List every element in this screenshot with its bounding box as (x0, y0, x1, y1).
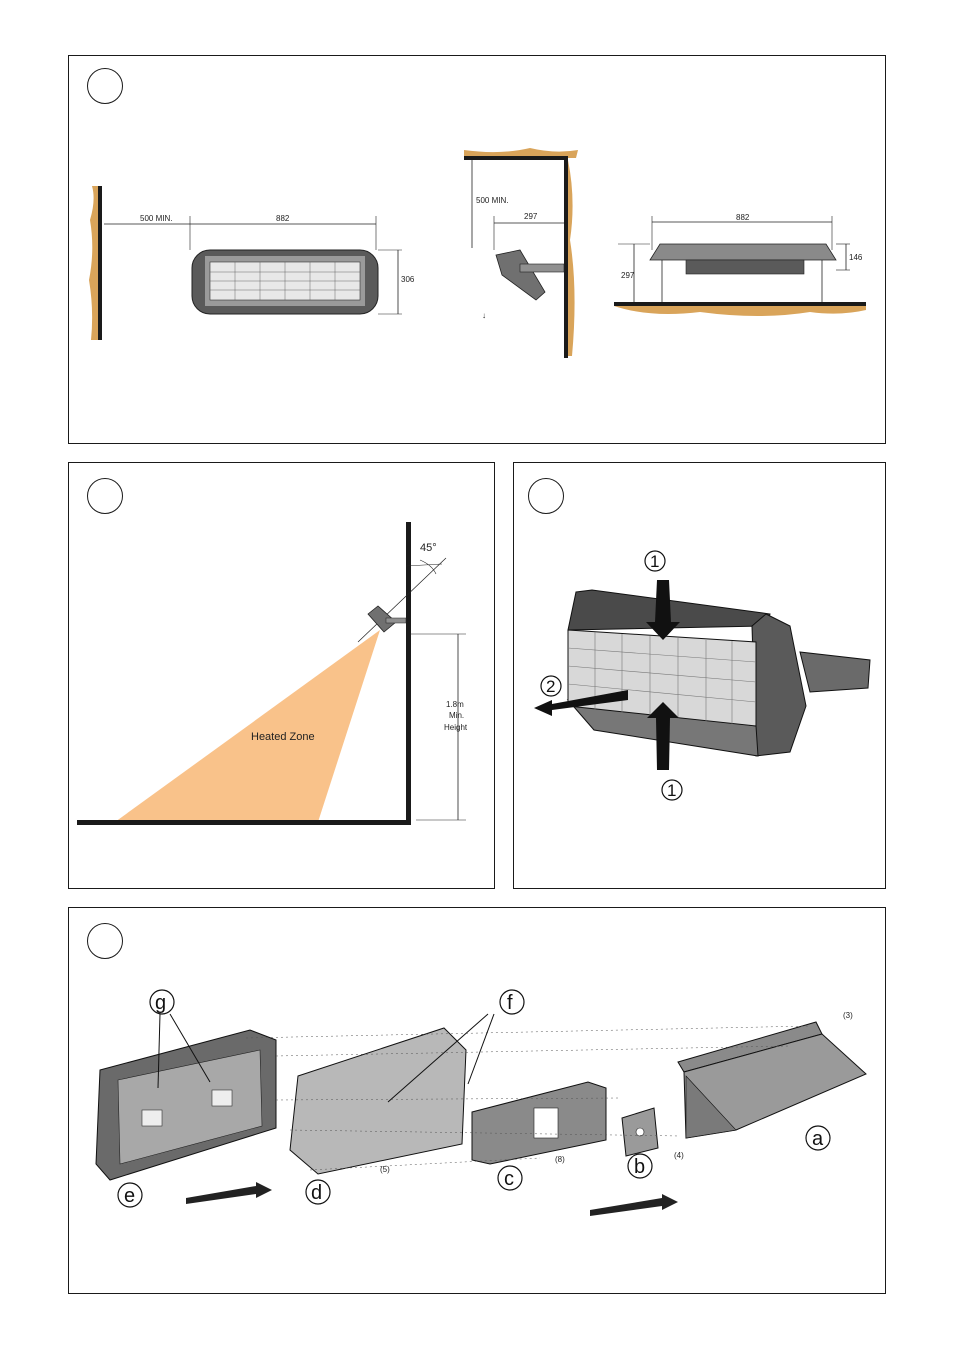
panel-airflow-number-circle (528, 478, 564, 514)
panel-assembly (68, 907, 886, 1294)
panel-mounting-height (68, 462, 495, 889)
panel-mounting-height-number-circle (87, 478, 123, 514)
panel-airflow (513, 462, 886, 889)
panel-clearances-number-circle (87, 68, 123, 104)
panel-assembly-number-circle (87, 923, 123, 959)
panel-clearances (68, 55, 886, 444)
